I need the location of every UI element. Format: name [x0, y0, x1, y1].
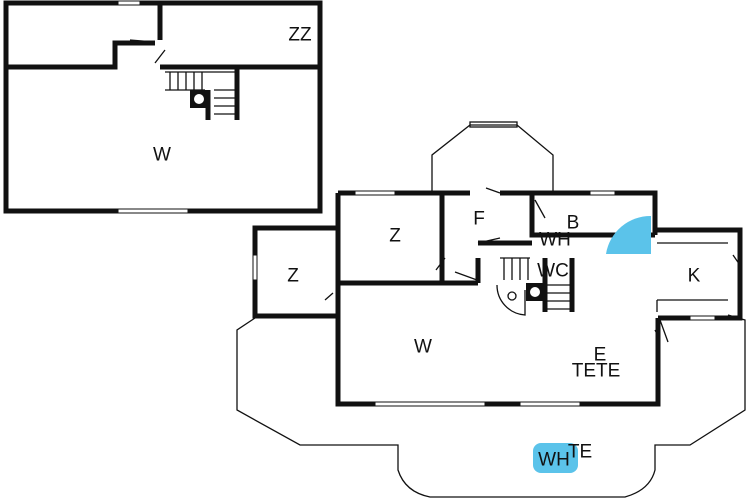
room-label-e: E	[593, 344, 607, 366]
room-label-wh-terrace: WH	[538, 449, 570, 471]
room-label-f: F	[473, 208, 485, 230]
windows	[117, 0, 716, 407]
room-label-b: B	[566, 212, 580, 234]
room-label-k: K	[687, 265, 701, 287]
stove-icon	[194, 94, 204, 104]
room-label-z: Z	[287, 265, 299, 287]
room-label-wh: WH	[539, 229, 571, 251]
room-label-wc: WC	[537, 260, 569, 282]
room-label-z: Z	[389, 225, 401, 247]
room-label-w: W	[414, 336, 432, 358]
room-label-tete: TETE	[571, 360, 621, 382]
shower-icon	[606, 215, 651, 254]
walls	[3, 0, 743, 407]
stove-icon	[530, 287, 540, 297]
room-label-te: TE	[567, 441, 593, 463]
thin-outlines	[129, 39, 746, 498]
room-label-zz: ZZ	[288, 24, 312, 46]
room-label-w-upper: W	[153, 144, 171, 166]
hot-tub-icon	[533, 443, 578, 473]
